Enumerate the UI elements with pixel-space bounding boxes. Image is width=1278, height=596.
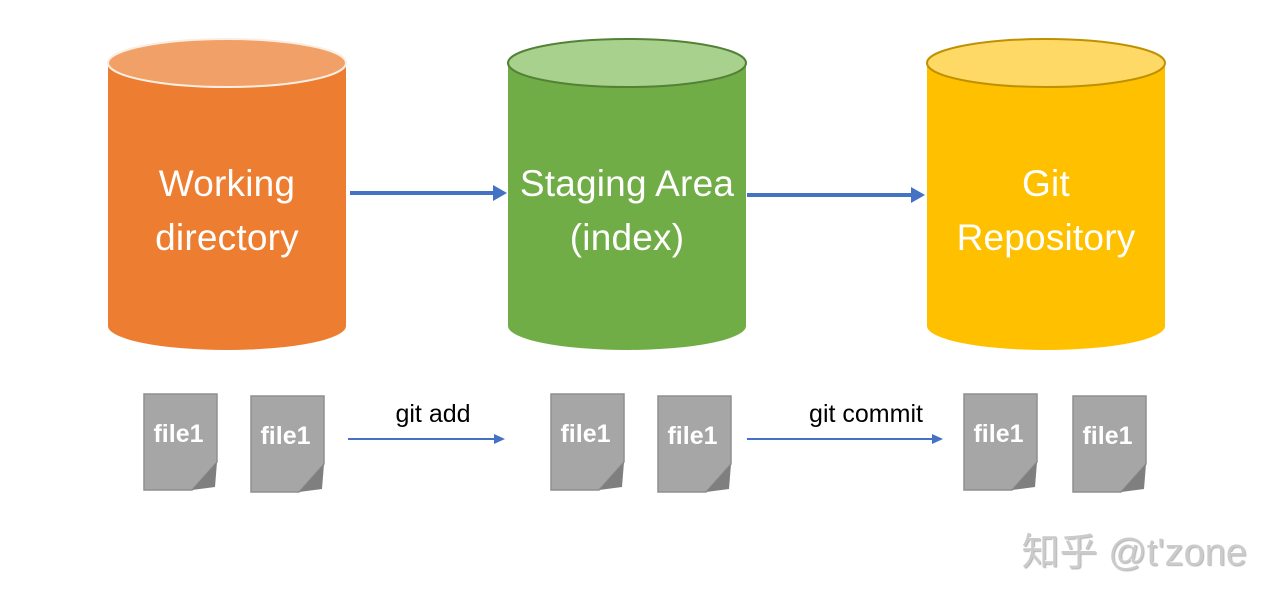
cylinder-body bbox=[508, 63, 746, 350]
file-icon: file1 bbox=[550, 393, 625, 491]
cylinder-git-repository: Git Repository bbox=[926, 37, 1166, 352]
stage-label-line2: directory bbox=[155, 216, 299, 258]
document-fold bbox=[1121, 464, 1146, 492]
file-name: file1 bbox=[973, 420, 1024, 448]
stage-label-staging-area: Staging Area (index) bbox=[507, 37, 747, 352]
cylinder-body bbox=[927, 63, 1165, 350]
document-icon bbox=[550, 393, 625, 491]
git-commit-arrow bbox=[747, 438, 932, 440]
document-icon bbox=[657, 395, 732, 493]
file-name: file1 bbox=[1082, 422, 1133, 450]
arrow-staging-to-repo bbox=[747, 193, 911, 197]
document-icon bbox=[250, 395, 325, 493]
document-fold bbox=[192, 462, 217, 490]
document-fold bbox=[706, 464, 731, 492]
arrow-working-to-staging bbox=[350, 191, 493, 195]
stage-label-line1: Working bbox=[158, 162, 296, 204]
document-icon bbox=[1072, 395, 1147, 493]
stage-label-line1: Staging Area bbox=[519, 162, 735, 204]
cylinder-top bbox=[507, 38, 747, 88]
file-icon: file1 bbox=[250, 395, 325, 493]
document-fold bbox=[599, 462, 624, 490]
cylinder-shape bbox=[507, 38, 747, 350]
stage-label-line1: Git bbox=[1022, 162, 1070, 204]
document-fold bbox=[1012, 462, 1037, 490]
cylinder-shape bbox=[107, 38, 347, 350]
stage-label-working-directory: Working directory bbox=[107, 37, 347, 352]
cylinder-body bbox=[108, 63, 346, 350]
file-icon: file1 bbox=[657, 395, 732, 493]
stage-label-line2: Repository bbox=[956, 216, 1136, 258]
file-name: file1 bbox=[560, 420, 611, 448]
cylinder-top bbox=[107, 38, 347, 88]
document-fold bbox=[299, 464, 324, 492]
file-name: file1 bbox=[260, 422, 311, 450]
git-add-arrow bbox=[348, 438, 494, 440]
file-icon: file1 bbox=[963, 393, 1038, 491]
cylinder-top bbox=[926, 38, 1166, 88]
stage-label-line2: (index) bbox=[569, 216, 685, 258]
file-name: file1 bbox=[667, 422, 718, 450]
git-add-label: git add bbox=[395, 400, 471, 428]
cylinder-staging-area: Staging Area (index) bbox=[507, 37, 747, 352]
file-name: file1 bbox=[153, 420, 204, 448]
cylinder-working-directory: Working directory bbox=[107, 37, 347, 352]
cylinder-shape bbox=[926, 38, 1166, 350]
stage-label-git-repository: Git Repository bbox=[926, 37, 1166, 352]
file-icon: file1 bbox=[1072, 395, 1147, 493]
file-icon: file1 bbox=[143, 393, 218, 491]
zhihu-watermark: 知乎 @t'zone bbox=[1021, 532, 1247, 574]
document-icon bbox=[143, 393, 218, 491]
git-commit-label: git commit bbox=[809, 400, 923, 428]
document-icon bbox=[963, 393, 1038, 491]
